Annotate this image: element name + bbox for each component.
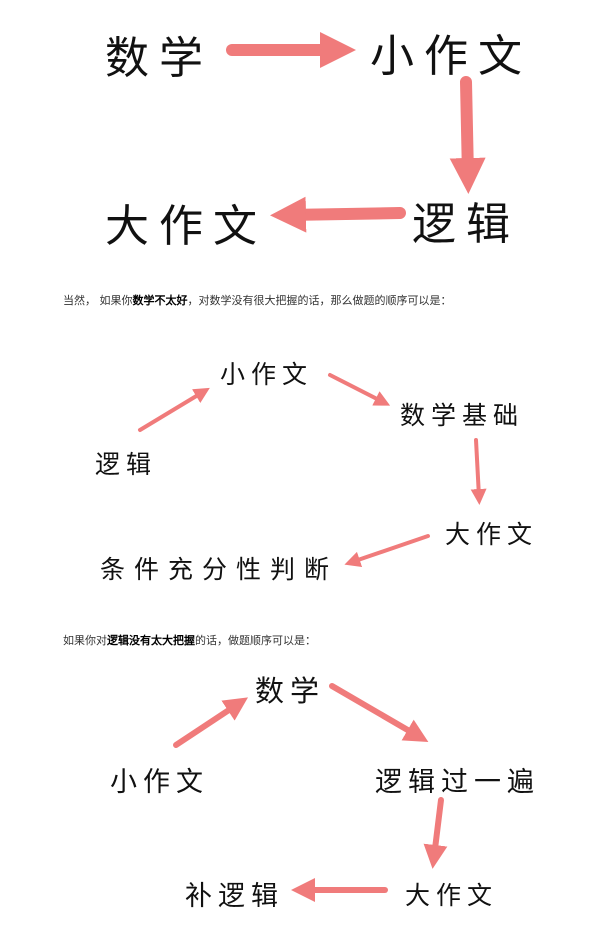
node-math: 数学 — [255, 674, 326, 708]
paragraph-1: 当然， 如果你数学不太好，对数学没有很大把握的话，那么做题的顺序可以是： — [63, 292, 452, 308]
node-big-essay: 大作文 — [105, 201, 267, 252]
node-small-essay: 小作文 — [370, 31, 532, 82]
para2-text-a: 如果你对 — [63, 634, 107, 647]
para2-bold: 逻辑没有太大把握 — [107, 634, 195, 647]
arrow-d1-3 — [270, 196, 406, 233]
node-supplement-logic: 补逻辑 — [185, 881, 284, 912]
arrow-d2-4 — [344, 534, 430, 567]
node-math-basics: 数学基础 — [400, 401, 525, 430]
node-logic: 逻辑 — [412, 199, 520, 250]
para1-text-c: ，对数学没有很大把握的话，那么做题的顺序可以是： — [187, 294, 452, 307]
paragraph-2: 如果你对逻辑没有太大把握的话，做题顺序可以是： — [63, 632, 316, 648]
arrow-d3-3 — [423, 797, 448, 869]
node-small-essay: 小作文 — [110, 767, 209, 798]
node-big-essay: 大作文 — [445, 520, 539, 549]
arrow-d2-3 — [470, 438, 487, 505]
node-data-sufficiency: 条件充分性判断 — [100, 555, 339, 584]
para1-text-a: 当然， 如果你 — [63, 294, 133, 307]
node-logic-pass: 逻辑过一遍 — [375, 767, 540, 798]
arrow-d1-2 — [449, 76, 486, 194]
para1-bold: 数学不太好 — [132, 294, 188, 307]
node-big-essay: 大作文 — [405, 881, 499, 910]
arrow-d3-2 — [329, 683, 429, 743]
node-logic: 逻辑 — [95, 450, 158, 479]
para2-text-c: 的话，做题顺序可以是： — [195, 634, 316, 647]
arrow-d3-1 — [173, 697, 249, 748]
arrow-d2-1 — [138, 387, 210, 432]
node-math: 数学 — [105, 33, 213, 84]
arrow-d2-2 — [328, 373, 391, 406]
node-small-essay: 小作文 — [220, 360, 314, 389]
